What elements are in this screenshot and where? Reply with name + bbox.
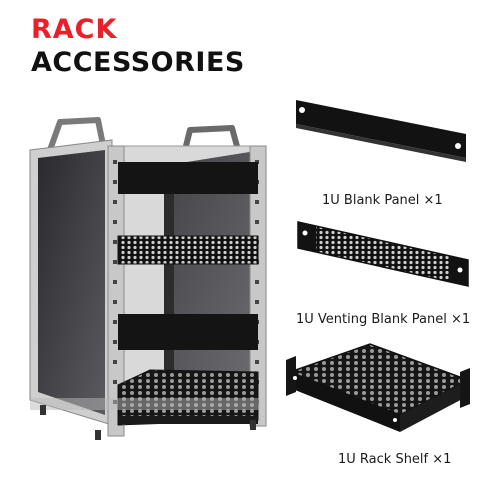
installed-venting-panel <box>117 235 259 265</box>
installed-blank-panel <box>118 162 258 194</box>
heading-line-2: ACCESSORIES <box>31 47 245 78</box>
heading-line-1: RACK <box>31 14 118 45</box>
installed-blank-panel-2 <box>118 314 258 350</box>
rack-handle-left <box>47 117 106 152</box>
accessory-label-rack-shelf: 1U Rack Shelf ×1 <box>338 452 452 467</box>
rack-handle-right <box>182 125 241 151</box>
accessory-label-venting-panel: 1U Venting Blank Panel ×1 <box>296 312 471 327</box>
accessory-label-blank-panel: 1U Blank Panel ×1 <box>322 193 443 208</box>
